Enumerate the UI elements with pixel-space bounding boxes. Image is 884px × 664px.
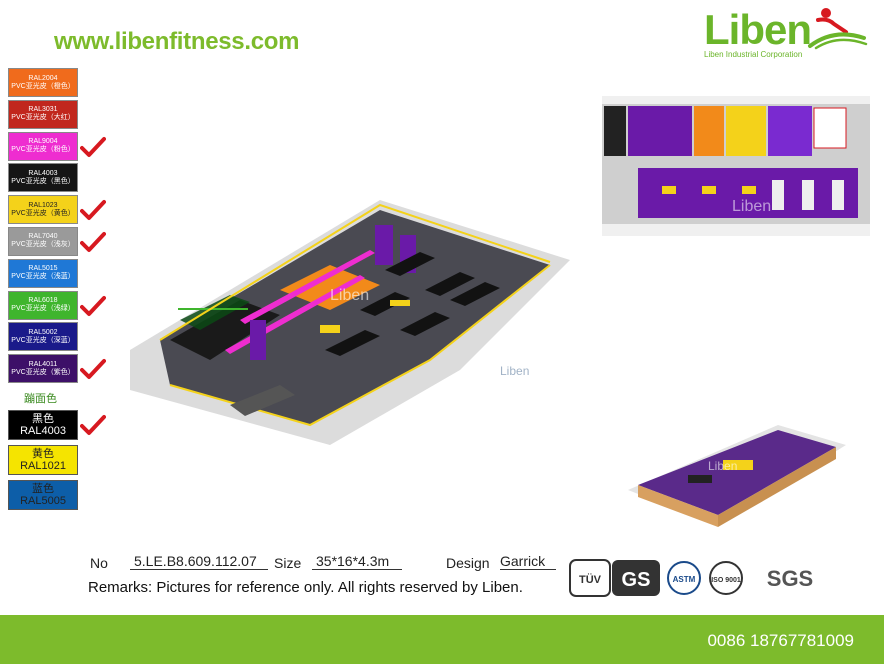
- certification-logos: TÜV GS ASTM ISO 9001 SGS: [569, 559, 813, 597]
- website-url: www.libenfitness.com: [54, 28, 300, 55]
- svg-text:SGS: SGS: [767, 566, 813, 591]
- top-plan-view: Liben: [602, 96, 870, 236]
- check-icon: [80, 358, 106, 380]
- design-label: Design: [446, 555, 490, 571]
- svg-text:Liben: Liben: [732, 198, 771, 215]
- trampoline-park-render: Liben Liben: [130, 200, 570, 445]
- bed-color-title: 蹦面色: [24, 393, 57, 405]
- no-value: 5.LE.B8.609.112.07: [130, 553, 268, 570]
- design-value: Garrick: [500, 553, 556, 570]
- svg-text:GS: GS: [622, 569, 651, 591]
- footer-bar: 0086 18767781009: [0, 615, 884, 664]
- check-icon: [80, 199, 106, 221]
- svg-text:Liben: Liben: [708, 459, 737, 473]
- size-value: 35*16*4.3m: [312, 553, 402, 570]
- check-icon: [80, 295, 106, 317]
- svg-text:ISO 9001: ISO 9001: [711, 577, 741, 584]
- gs-icon: GS: [612, 560, 660, 596]
- iso-icon: ISO 9001: [709, 561, 743, 595]
- svg-text:ASTM: ASTM: [673, 575, 696, 584]
- small-isometric-view: Liben: [628, 425, 846, 527]
- svg-text:TÜV: TÜV: [579, 573, 602, 586]
- sgs-icon: SGS: [767, 566, 813, 591]
- svg-text:Liben: Liben: [330, 287, 369, 304]
- check-icon: [80, 136, 106, 158]
- check-icon: [80, 414, 106, 436]
- svg-text:Liben: Liben: [500, 364, 529, 378]
- phone-number: 0086 18767781009: [707, 631, 854, 650]
- astm-icon: ASTM: [667, 561, 701, 595]
- check-icon: [80, 231, 106, 253]
- spec-row: No 5.LE.B8.609.112.07 Size 35*16*4.3m De…: [90, 553, 610, 575]
- liben-logo: Liben Liben Industrial Corporation: [700, 4, 870, 64]
- logo-word: Liben: [704, 6, 812, 53]
- tuv-icon: TÜV: [569, 559, 611, 597]
- size-label: Size: [274, 555, 302, 571]
- logo-subtitle: Liben Industrial Corporation: [704, 50, 803, 59]
- no-label: No: [90, 555, 108, 571]
- jumper-icon: [808, 8, 868, 50]
- remarks-text: Remarks: Pictures for reference only. Al…: [88, 579, 523, 596]
